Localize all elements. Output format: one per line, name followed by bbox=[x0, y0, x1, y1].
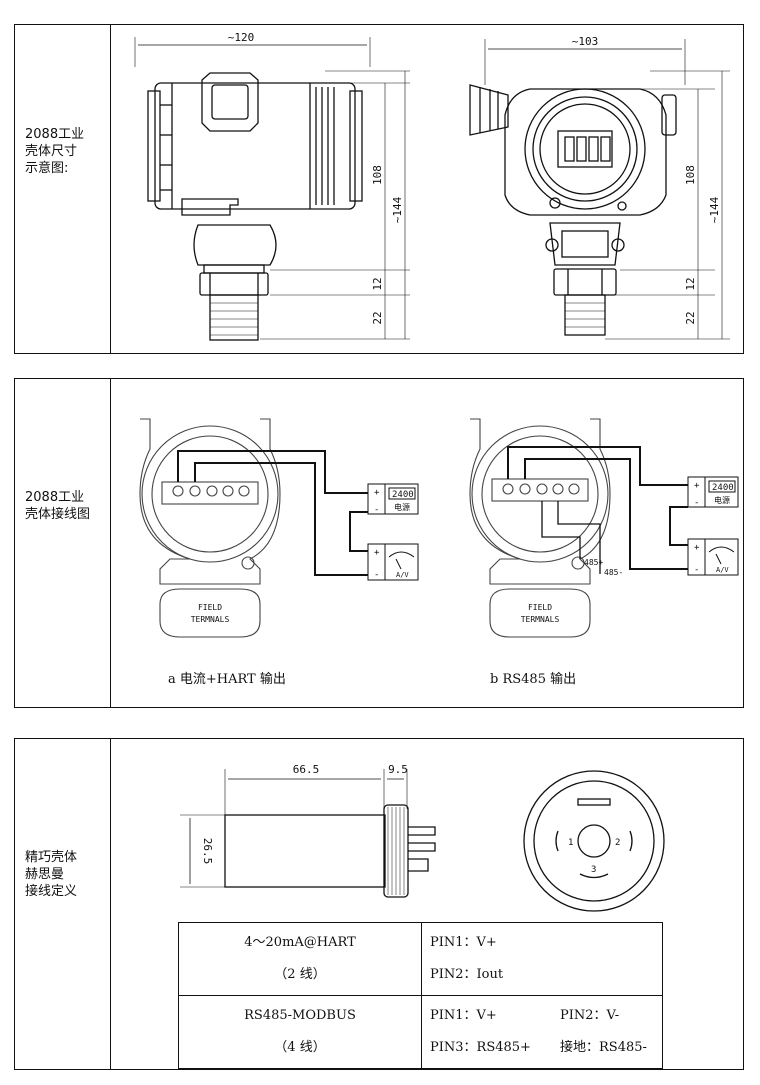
svg-text:-: - bbox=[374, 505, 379, 515]
panel-label: 2088工业 壳体尺寸 示意图: bbox=[25, 127, 85, 176]
power-label-a: 电源 bbox=[394, 502, 410, 512]
wiring-diagrams: + - + - + - + - 2400 电源 A/V 2400 电源 A/V 485+… bbox=[110, 379, 743, 707]
front-body-height-dim: 108 bbox=[684, 165, 697, 185]
svg-text:+: + bbox=[694, 543, 700, 553]
label-column: 2088工业 壳体尺寸 示意图: bbox=[15, 25, 111, 353]
front-thread-height-dim: 22 bbox=[684, 311, 697, 324]
label-column: 2088工业 壳体接线图 bbox=[15, 379, 111, 707]
compact-svg: 66.5 9.5 26.5 1 2 3 bbox=[180, 763, 665, 912]
dimension-svg: ~120 ~103 108 ~144 12 22 108 ~144 12 22 bbox=[134, 31, 730, 341]
output-type-name: 4～20mA@HART bbox=[244, 935, 356, 950]
pin-assignment-cell: PIN1：V+ PIN2：V- PIN3：RS485+ 接地：RS485- bbox=[421, 995, 663, 1069]
body-height-dim: 108 bbox=[371, 165, 384, 185]
caption-current-hart: a 电流+HART 输出 bbox=[168, 672, 286, 687]
pin-2-label: 2 bbox=[615, 838, 620, 848]
svg-text:+: + bbox=[694, 481, 700, 491]
output-type-wires: （4 线） bbox=[274, 1040, 326, 1055]
pin-assignment: PIN3：RS485+ bbox=[430, 1040, 531, 1055]
field-terminals-a-line2: TERMNALS bbox=[191, 615, 230, 624]
pin-3-label: 3 bbox=[591, 865, 596, 875]
field-terminals-a-line1: FIELD bbox=[198, 603, 222, 612]
svg-text:-: - bbox=[694, 565, 699, 575]
pin-definition-table: 4～20mA@HART （2 线） PIN1：V+ PIN2：Iout RS48… bbox=[178, 922, 663, 1069]
rs485-plus-label: 485+ bbox=[584, 558, 603, 567]
panel-label: 2088工业 壳体接线图 bbox=[25, 490, 91, 522]
wiring-panel: 2088工业 壳体接线图 bbox=[14, 378, 744, 708]
dimension-drawings: ~120 ~103 108 ~144 12 22 108 ~144 12 22 bbox=[110, 25, 743, 353]
output-type-name: RS485-MODBUS bbox=[244, 1008, 356, 1023]
total-height-dim: ~144 bbox=[391, 196, 404, 223]
pin-assignment-cell: PIN1：V+ PIN2：Iout bbox=[421, 922, 663, 996]
dimensions-panel: 2088工业 壳体尺寸 示意图: bbox=[14, 24, 744, 354]
caption-rs485: b RS485 输出 bbox=[490, 672, 577, 687]
pin-assignment-line: PIN3：RS485+ 接地：RS485- bbox=[430, 1032, 654, 1064]
output-type-wires: （2 线） bbox=[274, 967, 326, 982]
hex-height-dim: 12 bbox=[371, 277, 384, 290]
label-column: 精巧壳体 赫思曼 接线定义 bbox=[15, 739, 111, 1069]
ammeter-label-b: A/V bbox=[716, 566, 729, 574]
rs485-minus-label: 485- bbox=[604, 568, 623, 577]
table-row: RS485-MODBUS （4 线） PIN1：V+ PIN2：V- PIN3：R… bbox=[178, 995, 663, 1069]
pin-assignment: PIN2：V- bbox=[560, 1008, 620, 1023]
meter-display-a: 2400 bbox=[392, 490, 414, 500]
pin-assignment-line: PIN1：V+ PIN2：V- bbox=[430, 1000, 654, 1032]
pin-assignment: PIN1：V+ bbox=[430, 1008, 497, 1023]
front-total-height-dim: ~144 bbox=[708, 196, 721, 223]
power-label-b: 电源 bbox=[714, 495, 730, 505]
svg-text:-: - bbox=[694, 498, 699, 508]
output-type-cell: RS485-MODBUS （4 线） bbox=[178, 995, 422, 1069]
pin-1-label: 1 bbox=[568, 838, 573, 848]
svg-text:-: - bbox=[374, 570, 379, 580]
wiring-svg: + - + - + - + - 2400 电源 A/V 2400 电源 A/V 485+… bbox=[139, 418, 739, 638]
side-width-dim: ~120 bbox=[228, 31, 255, 44]
svg-text:+: + bbox=[374, 548, 380, 558]
pin-assignment: PIN2：Iout bbox=[430, 967, 504, 982]
pin-assignment: 接地：RS485- bbox=[560, 1040, 647, 1055]
connector-dim: 9.5 bbox=[388, 763, 408, 776]
table-row: 4～20mA@HART （2 线） PIN1：V+ PIN2：Iout bbox=[178, 922, 663, 996]
ammeter-label-a: A/V bbox=[396, 571, 409, 579]
diameter-dim: 26.5 bbox=[201, 838, 214, 865]
length-dim: 66.5 bbox=[293, 763, 320, 776]
panel-label: 精巧壳体 赫思曼 接线定义 bbox=[25, 850, 78, 899]
field-terminals-b-line1: FIELD bbox=[528, 603, 552, 612]
front-hex-height-dim: 12 bbox=[684, 277, 697, 290]
thread-height-dim: 22 bbox=[371, 311, 384, 324]
meter-display-b: 2400 bbox=[712, 483, 734, 493]
field-terminals-b-line2: TERMNALS bbox=[521, 615, 560, 624]
compact-drawings: 66.5 9.5 26.5 1 2 3 bbox=[110, 739, 743, 1069]
output-type-cell: 4～20mA@HART （2 线） bbox=[178, 922, 422, 996]
front-width-dim: ~103 bbox=[572, 35, 599, 48]
pin-assignment: PIN1：V+ bbox=[430, 935, 497, 950]
svg-text:+: + bbox=[374, 488, 380, 498]
